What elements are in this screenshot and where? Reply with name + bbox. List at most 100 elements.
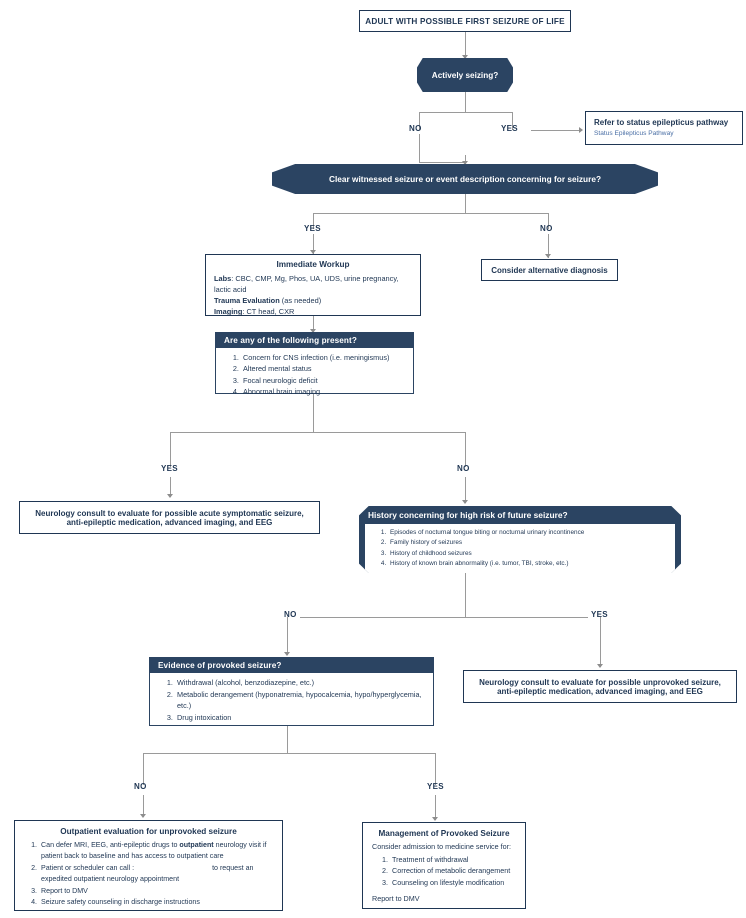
list-item: Abnormal brain imaging [241,386,405,397]
following-present-list: Concern for CNS infection (i.e. meningis… [224,352,405,397]
provoked-mgmt-list: Treatment of withdrawal Correction of me… [372,854,516,889]
list-item: Counseling on lifestyle modification [390,877,516,889]
connector-as-left [419,112,420,130]
decision-high-risk-future-seizure: History concerning for high risk of futu… [359,506,681,573]
list-item: History of known brain abnormality (i.e.… [388,559,669,569]
outpatient-item2-a: Patient or scheduler can call : [41,863,135,872]
label-actively-seizing-yes: YES [501,124,518,133]
workup-labs-key: Labs [214,274,232,283]
connector-pe-right [435,753,436,785]
connector-fp-no-down [465,477,466,503]
list-item: Focal neurologic deficit [241,375,405,386]
list-item: Family history of seizures [388,538,669,548]
acute-consult-line2: anti-epileptic medication, advanced imag… [66,517,273,527]
arrowhead-provoked-evidence [284,652,290,656]
arrowhead-immediate-workup [310,250,316,254]
label-high-risk-yes: YES [588,610,611,619]
decision-evidence-provoked-seizure: Evidence of provoked seizure? Withdrawal… [149,657,434,726]
node-consider-alternative-diagnosis: Consider alternative diagnosis [481,259,618,281]
acute-consult-line1: Neurology consult to evaluate for possib… [35,508,304,518]
arrowhead-status-box [579,127,583,133]
node-status-epilepticus-title: Refer to status epilepticus pathway [594,118,729,127]
label-following-present-no: NO [457,464,470,473]
list-item: Report to DMV [39,886,274,897]
decision-clear-witnessed-seizure: Clear witnessed seizure or event descrip… [272,164,658,194]
workup-line-trauma: Trauma Evaluation (as needed) [214,295,412,306]
unprovoked-consult-line1: Neurology consult to evaluate for possib… [479,677,721,687]
connector-as-stem [465,92,466,112]
workup-imaging-value: CT head, CXR [246,307,295,317]
connector-hr-no-down [287,617,288,655]
connector-fp-right [465,432,466,467]
outpatient-list: Can defer MRI, EEG, anti-epileptic drugs… [23,840,274,909]
connector-as-no-to-center [419,162,465,163]
node-management-provoked-seizure: Management of Provoked Seizure Consider … [362,822,526,909]
node-consider-alternative-diagnosis-label: Consider alternative diagnosis [491,265,608,275]
connector-as-no-down [419,134,420,162]
connector-pe-left [143,753,144,785]
arrowhead-high-risk [462,500,468,504]
connector-workup-to-following [313,316,314,333]
decision-actively-seizing-label: Actively seizing? [431,70,499,80]
list-item: Metabolic derangement (hyponatremia, hyp… [175,689,425,712]
connector-hr-yes-down [600,617,601,667]
connector-cw-right [548,213,549,229]
status-epilepticus-pathway-link[interactable]: Status Epilepticus Pathway [594,130,674,137]
node-adult-first-seizure: ADULT WITH POSSIBLE FIRST SEIZURE OF LIF… [359,10,571,32]
provoked-mgmt-title: Management of Provoked Seizure [378,829,510,838]
node-immediate-workup: Immediate Workup Labs: CBC, CMP, Mg, Pho… [205,254,421,316]
arrowhead-clear-witnessed [462,161,468,165]
label-provoked-no: NO [134,782,147,791]
arrowhead-alt-dx [545,254,551,258]
connector-as-split [419,112,512,113]
connector-hr-split [287,617,600,618]
connector-cw-left [313,213,314,229]
outpatient-title: Outpatient evaluation for unprovoked sei… [60,827,237,836]
node-immediate-workup-title: Immediate Workup [276,260,350,269]
label-following-present-yes: YES [161,464,178,473]
connector-pe-stem [287,726,288,753]
outpatient-item1-b: neurology visit if patient back to basel… [41,841,267,861]
following-present-body: Concern for CNS infection (i.e. meningis… [216,348,413,402]
list-item: History of childhood seizures [388,549,669,559]
following-present-header: Are any of the following present? [216,333,413,348]
workup-line-imaging: Imaging: CT head, CXR [214,307,295,317]
list-item: Episodes of nocturnal tongue biting or n… [388,528,669,538]
arrowhead-outpatient [140,814,146,818]
connector-pe-no-down [143,795,144,817]
list-item: Treatment of withdrawal [390,854,516,866]
provoked-mgmt-footer: Report to DMV [372,893,420,903]
provoked-evidence-list: Withdrawal (alcohol, benzodiazepine, etc… [158,677,425,724]
unprovoked-consult-line2: anti-epileptic medication, advanced imag… [497,686,703,696]
node-outpatient-evaluation: Outpatient evaluation for unprovoked sei… [14,820,283,911]
connector-pe-yes-down [435,795,436,820]
connector-cw-yes-down [313,234,314,254]
connector-pe-split [143,753,435,754]
connector-fp-split [170,432,465,433]
outpatient-item2-b: to request an expedited outpatient neuro… [41,863,254,884]
connector-yes-to-status [531,130,580,131]
high-risk-header: History concerning for high risk of futu… [368,510,568,520]
connector-cw-stem [465,194,466,213]
workup-trauma-key: Trauma Evaluation [214,296,280,306]
list-item: Altered mental status [241,363,405,374]
arrowhead-following-present [310,329,316,333]
label-clear-witnessed-yes: YES [304,224,321,233]
arrowhead-acute-consult [167,494,173,498]
connector-to-clear-witnessed [465,155,466,165]
node-are-any-following-present: Are any of the following present? Concer… [215,332,414,396]
high-risk-list: Episodes of nocturnal tongue biting or n… [371,528,669,569]
decision-actively-seizing: Actively seizing? [417,58,513,92]
arrowhead-unprovoked-consult [597,664,603,668]
workup-line-labs: Labs: CBC, CMP, Mg, Phos, UA, UDS, urine… [214,274,399,295]
list-item: Withdrawal (alcohol, benzodiazepine, etc… [175,677,425,689]
connector-fp-stem [313,394,314,432]
node-acute-symptomatic-consult: Neurology consult to evaluate for possib… [19,501,320,534]
connector-cw-split [313,213,548,214]
arrowhead-provoked-mgmt [432,817,438,821]
list-item: Seizure safety counseling in discharge i… [39,897,274,908]
list-item: Can defer MRI, EEG, anti-epileptic drugs… [39,840,274,863]
node-unprovoked-consult: Neurology consult to evaluate for possib… [463,670,737,703]
outpatient-item1-a: Can defer MRI, EEG, anti-epileptic drugs… [41,841,180,849]
provoked-evidence-header: Evidence of provoked seizure? [150,658,433,673]
